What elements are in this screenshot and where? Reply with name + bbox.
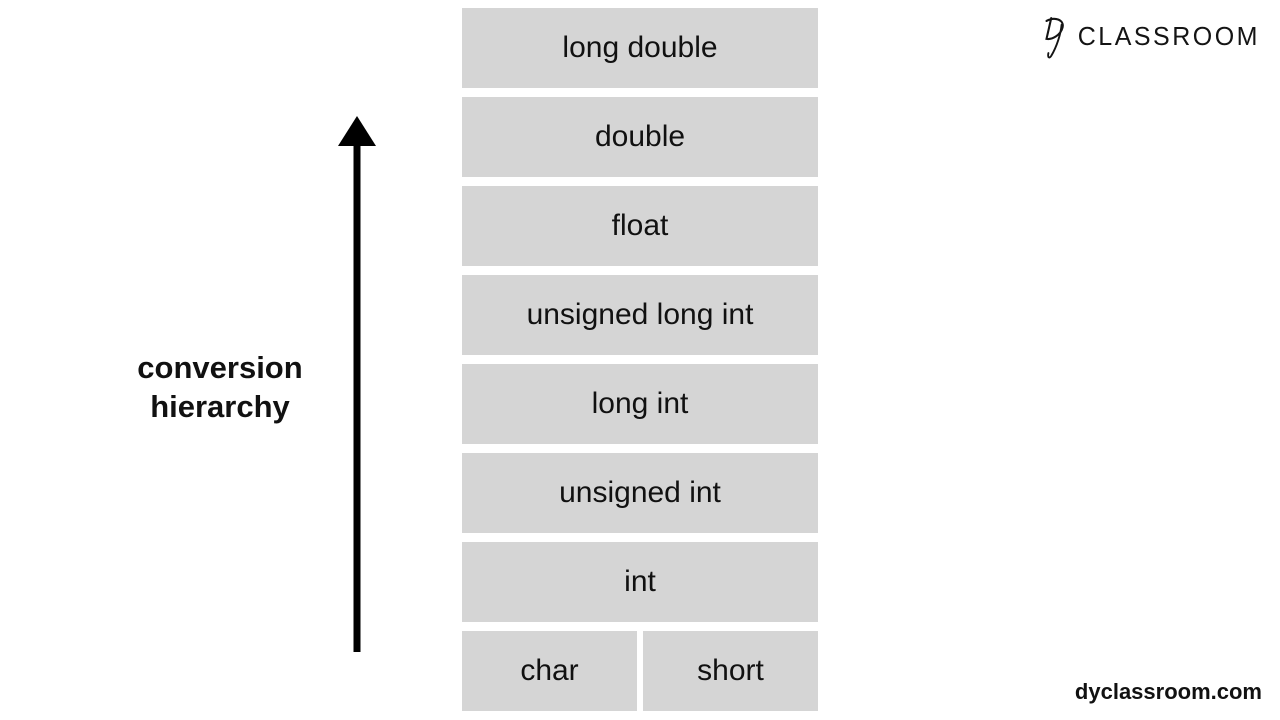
- type-box-long-int: long int: [462, 364, 818, 444]
- brand-logo-text: CLASSROOM: [1077, 22, 1260, 51]
- type-box-short: short: [643, 631, 818, 711]
- type-box-unsigned-long-int: unsigned long int: [462, 275, 818, 355]
- brand-logo: CLASSROOM: [1038, 14, 1260, 60]
- type-box-long-double: long double: [462, 8, 818, 88]
- type-box-float: float: [462, 186, 818, 266]
- type-box-unsigned-int: unsigned int: [462, 453, 818, 533]
- type-box-int: int: [462, 542, 818, 622]
- type-stack-base-row: char short: [462, 631, 818, 711]
- dy-monogram-icon: [1044, 17, 1064, 59]
- type-stack: long double double float unsigned long i…: [462, 8, 818, 711]
- type-box-char: char: [462, 631, 637, 711]
- type-box-double: double: [462, 97, 818, 177]
- up-arrow-icon: [338, 116, 376, 652]
- axis-label: conversion hierarchy: [137, 350, 303, 424]
- website-url: dyclassroom.com: [1074, 679, 1262, 704]
